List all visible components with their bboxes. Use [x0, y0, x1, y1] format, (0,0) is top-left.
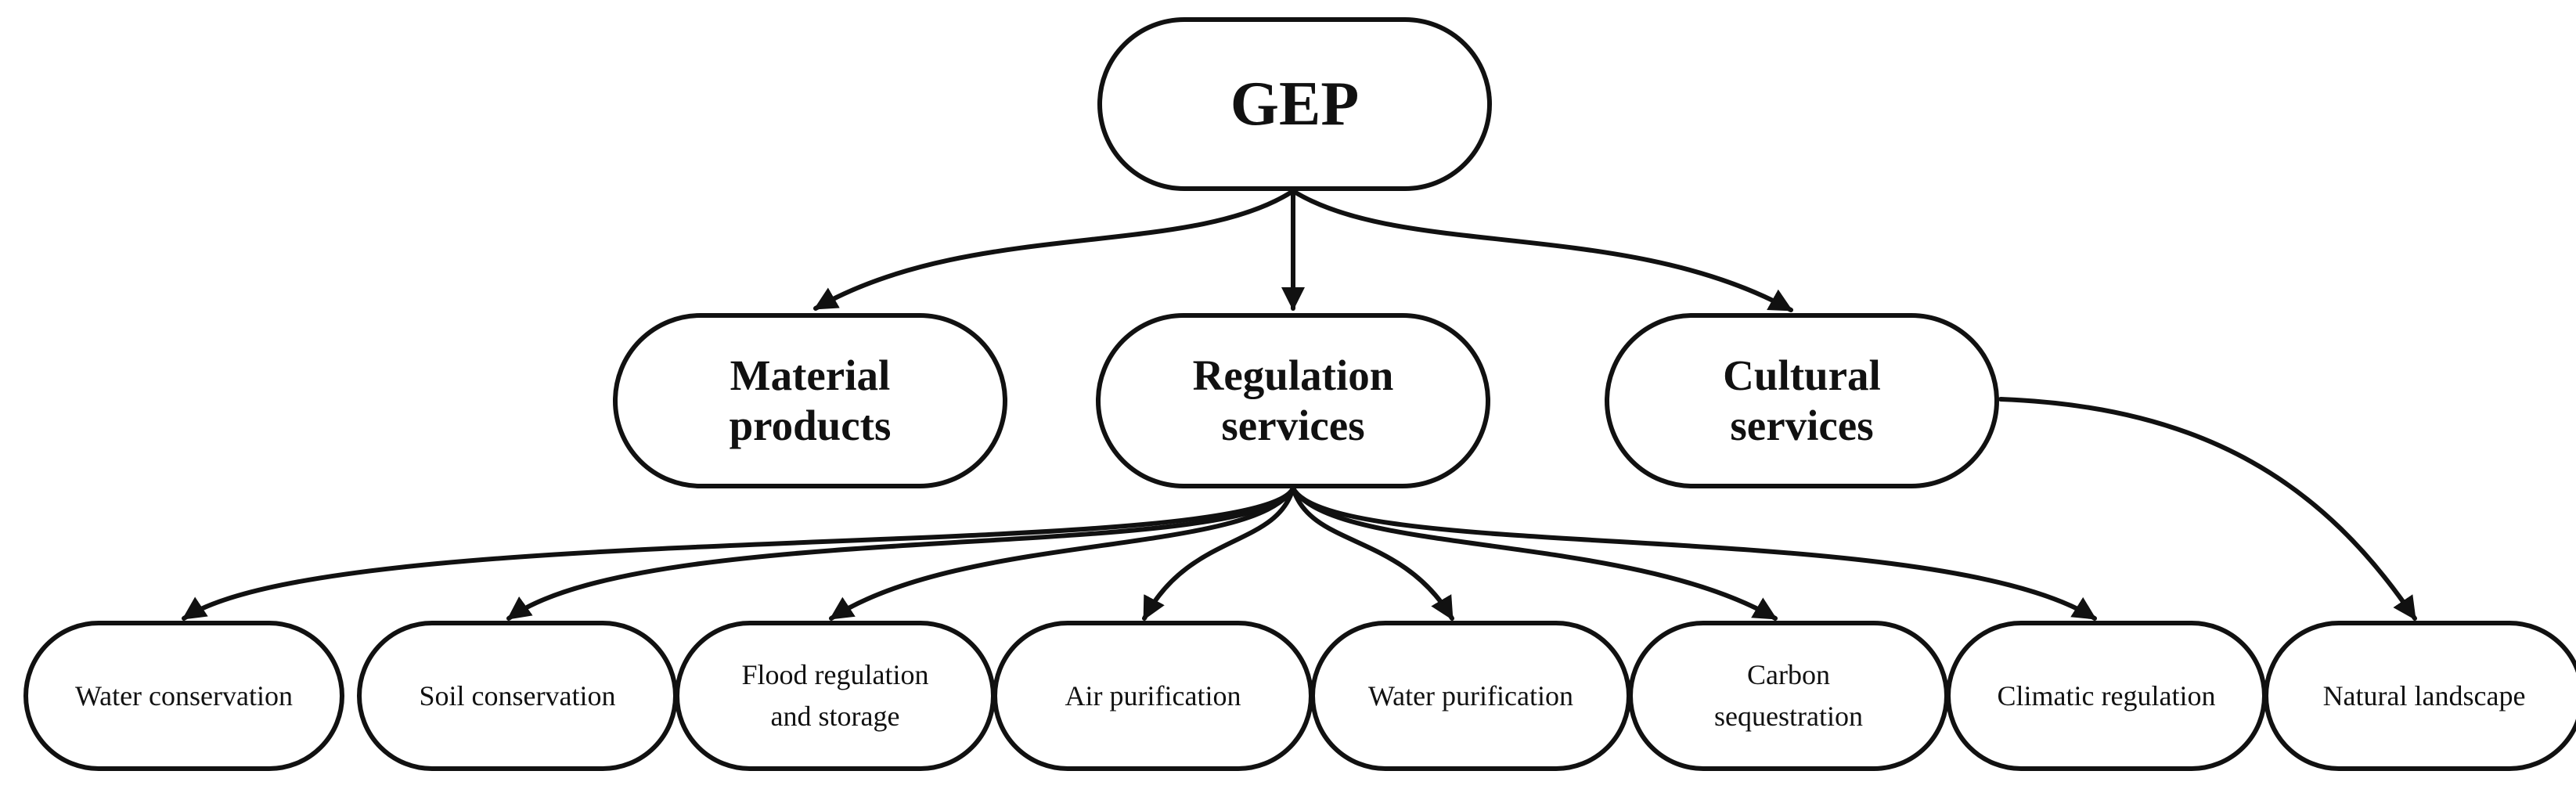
arrow-regulation-to-air-purification	[1142, 486, 1295, 621]
water-purification-node: Water purification	[1310, 621, 1631, 771]
soil-conservation-node: Soil conservation	[357, 621, 678, 771]
water-conservation-node: Water conservation	[23, 621, 344, 771]
material-products-node: Material products	[613, 313, 1007, 488]
natural-landscape-label: Natural landscape	[2322, 679, 2526, 712]
flood-regulation-label: Flood regulation and storage	[741, 659, 929, 732]
climatic-regulation-label: Climatic regulation	[1997, 679, 2216, 712]
cultural-services-label: Cultural services	[1723, 351, 1881, 449]
water-purification-label: Water purification	[1368, 679, 1573, 712]
carbon-sequestration-node: Carbon sequestration	[1628, 621, 1949, 771]
arrow-regulation-to-flood-regulation	[829, 486, 1295, 621]
arrow-regulation-to-soil-conservation	[506, 486, 1295, 621]
arrow-cultural-to-natural-landscape	[1998, 397, 2417, 621]
material-products-label: Material products	[729, 351, 892, 449]
gep-node-label: GEP	[1230, 69, 1360, 139]
carbon-sequestration-label: Carbon sequestration	[1714, 659, 1863, 732]
regulation-services-label: Regulation services	[1192, 351, 1394, 449]
arrow-gep-to-cultural-services	[1291, 189, 1793, 312]
air-purification-node: Air purification	[993, 621, 1313, 771]
climatic-regulation-node: Climatic regulation	[1946, 621, 2267, 771]
regulation-services-node: Regulation services	[1096, 313, 1490, 488]
water-conservation-label: Water conservation	[75, 679, 293, 712]
arrow-regulation-to-climatic-regulation	[1291, 486, 2097, 621]
air-purification-label: Air purification	[1065, 679, 1241, 712]
flood-regulation-node: Flood regulation and storage	[675, 621, 996, 771]
arrow-regulation-to-water-purification	[1291, 486, 1454, 621]
gep-node: GEP	[1097, 17, 1492, 191]
arrow-regulation-to-water-conservation	[182, 486, 1295, 621]
arrow-gep-to-material-products	[813, 189, 1295, 311]
cultural-services-node: Cultural services	[1605, 313, 1999, 488]
arrow-regulation-to-carbon-sequestration	[1291, 486, 1778, 621]
natural-landscape-node: Natural landscape	[2264, 621, 2576, 771]
soil-conservation-label: Soil conservation	[419, 679, 616, 712]
